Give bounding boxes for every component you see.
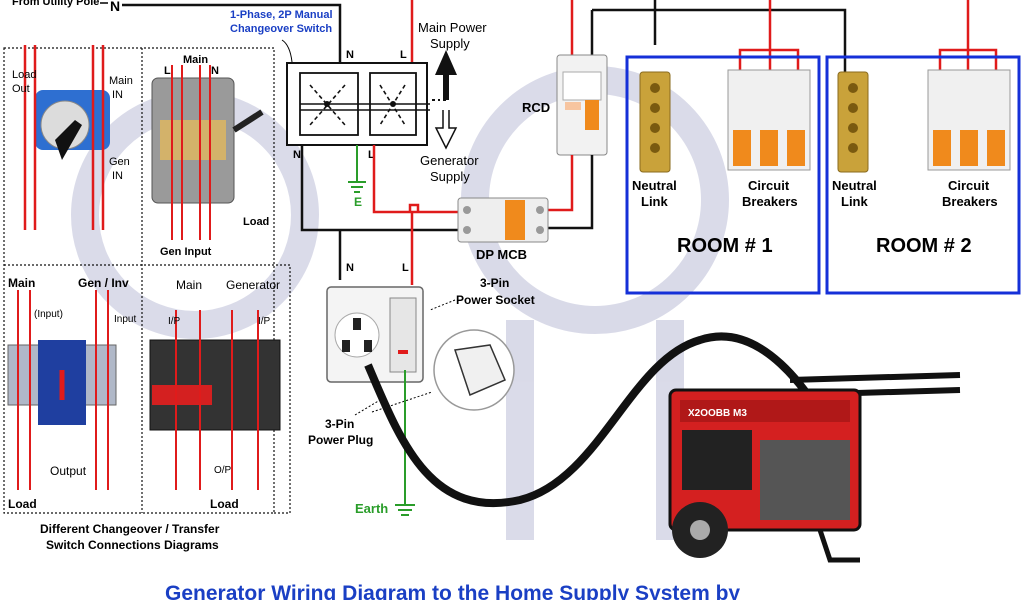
rotary-switch <box>35 90 110 160</box>
transfer-switch-abb <box>149 339 281 431</box>
room2-neutral-label-2: Link <box>841 194 868 209</box>
room2-title: ROOM # 2 <box>876 235 972 257</box>
main-in-label-2: IN <box>112 89 123 101</box>
lr-generator-label: Generator <box>226 278 280 292</box>
earth-symbol-bottom <box>395 504 415 516</box>
room-1-panel <box>625 55 821 295</box>
switch-to-mcb-wires <box>300 145 460 285</box>
power-socket <box>326 286 424 383</box>
socket-label-2: Power Socket <box>456 293 535 307</box>
earth-symbol-switch <box>348 145 366 193</box>
dp-mcb-label: DP MCB <box>476 247 527 262</box>
ll-input-label: (Input) <box>34 309 63 320</box>
load-out-label-2: Out <box>12 83 30 95</box>
room2-neutral-label-1: Neutral <box>832 178 877 193</box>
ll-output-label: Output <box>50 464 87 478</box>
lr-op-label: O/P <box>214 465 232 476</box>
room1-neutral-label-1: Neutral <box>632 178 677 193</box>
socket-label-1: 3-Pin <box>480 276 509 290</box>
diagram-title: Generator Wiring Diagram to the Home Sup… <box>165 582 740 600</box>
gen-in-label-1: Gen <box>109 156 130 168</box>
diagrams-caption-2: Switch Connections Diagrams <box>46 538 219 552</box>
generator-supply-label-1: Generator <box>420 153 479 168</box>
transfer-switch-blue <box>7 340 117 425</box>
room2-breakers-label-1: Circuit <box>948 178 990 193</box>
room1-breakers-label-2: Breakers <box>742 194 798 209</box>
room1-title: ROOM # 1 <box>677 235 773 257</box>
main-power-label-2: Supply <box>430 36 470 51</box>
room1-neutral-label-2: Link <box>641 194 668 209</box>
earth-label: Earth <box>355 501 388 516</box>
lr-ip-label-2: I/P <box>258 316 271 327</box>
main-power-arrow <box>432 50 457 101</box>
ll-input2-label: Input <box>114 314 136 325</box>
room-2-panel <box>825 55 1021 295</box>
ll-gen-inv-label: Gen / Inv <box>78 276 129 290</box>
switch-l-bottom: L <box>368 149 375 161</box>
room1-breakers-label-1: Circuit <box>748 178 790 193</box>
switch-title-line2: Changeover Switch <box>230 23 332 35</box>
knife-l-label: L <box>164 65 171 77</box>
generator-brand: X2OOBB M3 <box>688 408 747 419</box>
plug-detail <box>433 329 515 411</box>
from-pole-label: From Utility Pole <box>12 0 99 8</box>
socket-n-label: N <box>346 262 354 274</box>
generator-supply-arrow <box>434 110 458 150</box>
main-in-label-1: Main <box>109 75 133 87</box>
gen-input-label: Gen Input <box>160 246 212 258</box>
knife-load-label: Load <box>243 216 269 228</box>
earth-e-label: E <box>354 195 362 209</box>
lr-load-label: Load <box>210 497 239 511</box>
gen-in-label-2: IN <box>112 170 123 182</box>
load-out-label-1: Load <box>12 69 36 81</box>
changeover-diagrams-panel <box>3 47 291 514</box>
knife-main-label: Main <box>183 54 208 66</box>
generator-cable <box>364 332 839 508</box>
supply-wires <box>122 0 998 85</box>
switch-n-top: N <box>346 49 354 61</box>
lr-main-label: Main <box>176 278 202 292</box>
switch-title-line1: 1-Phase, 2P Manual <box>230 9 333 21</box>
room2-breakers-label-2: Breakers <box>942 194 998 209</box>
generator-supply-label-2: Supply <box>430 169 470 184</box>
lr-ip-label-1: I/P <box>168 316 181 327</box>
diagrams-caption-1: Different Changeover / Transfer <box>40 522 220 536</box>
pole-n-label: N <box>110 0 120 14</box>
ll-load-label: Load <box>8 497 37 511</box>
socket-l-label: L <box>402 262 409 274</box>
plug-label-1: 3-Pin <box>325 417 354 431</box>
switch-n-bottom: N <box>293 149 301 161</box>
switch-l-top: L <box>400 49 407 61</box>
rcd-device <box>556 54 608 156</box>
generator-image <box>668 372 961 563</box>
knife-n-label: N <box>211 65 219 77</box>
ll-main-label: Main <box>8 276 35 290</box>
rcd-label: RCD <box>522 100 550 115</box>
knife-switch <box>151 77 264 204</box>
main-power-label-1: Main Power <box>418 20 487 35</box>
changeover-switch: N L N L <box>286 49 430 161</box>
plug-label-2: Power Plug <box>308 433 373 447</box>
dp-mcb-device <box>457 197 549 243</box>
